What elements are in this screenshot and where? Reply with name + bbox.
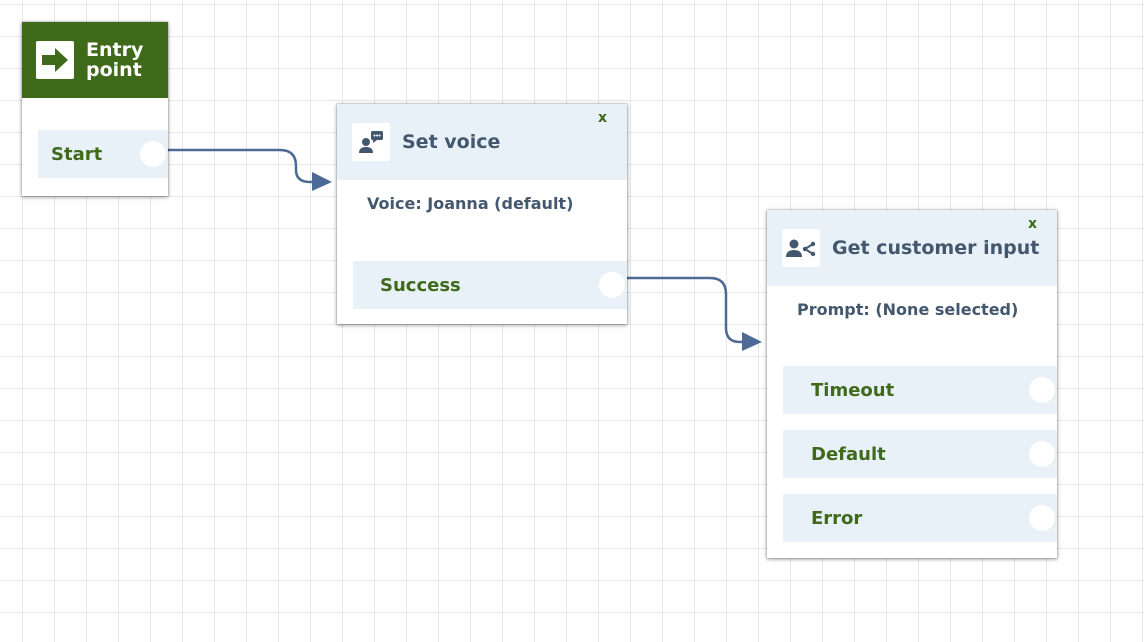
branch-timeout[interactable]: Timeout [783, 366, 1057, 414]
get-customer-input-header: Get customer input [767, 210, 1057, 286]
set-voice-header: Set voice [337, 104, 627, 180]
speaking-person-icon [352, 123, 390, 161]
prompt-detail: Prompt: (None selected) [797, 300, 1019, 319]
branch-label: Timeout [811, 379, 895, 401]
get-customer-input-block[interactable]: Get customer input x Prompt: (None selec… [767, 210, 1057, 558]
voice-detail: Voice: Joanna (default) [367, 194, 574, 213]
set-voice-block[interactable]: Set voice x Voice: Joanna (default) Succ… [337, 104, 627, 324]
get-customer-input-title: Get customer input [832, 237, 1040, 259]
entry-point-block[interactable]: Entry point Start [22, 22, 168, 196]
branch-label: Default [811, 443, 886, 465]
person-branch-icon [782, 229, 820, 267]
connector-success-to-get-input[interactable] [624, 276, 746, 344]
branch-default[interactable]: Default [783, 430, 1057, 478]
output-port[interactable] [1029, 505, 1055, 531]
branch-error[interactable]: Error [783, 494, 1057, 542]
connector-start-to-set-voice[interactable] [164, 148, 316, 184]
branch-success[interactable]: Success [353, 261, 627, 309]
connector-arrowhead [312, 172, 332, 191]
arrow-right-icon [36, 41, 74, 79]
connector-arrowhead [742, 332, 762, 351]
branch-label: Success [380, 274, 461, 296]
close-button[interactable]: x [597, 110, 607, 126]
branch-label: Error [811, 507, 863, 529]
output-port[interactable] [1029, 441, 1055, 467]
output-port[interactable] [599, 272, 625, 298]
branch-start[interactable]: Start [38, 130, 168, 178]
branch-label: Start [51, 143, 103, 165]
output-port[interactable] [1029, 377, 1055, 403]
close-button[interactable]: x [1027, 216, 1037, 232]
entry-point-title: Entry point [86, 39, 144, 81]
entry-point-header: Entry point [22, 22, 168, 98]
set-voice-title: Set voice [402, 131, 501, 153]
output-port[interactable] [140, 141, 166, 167]
